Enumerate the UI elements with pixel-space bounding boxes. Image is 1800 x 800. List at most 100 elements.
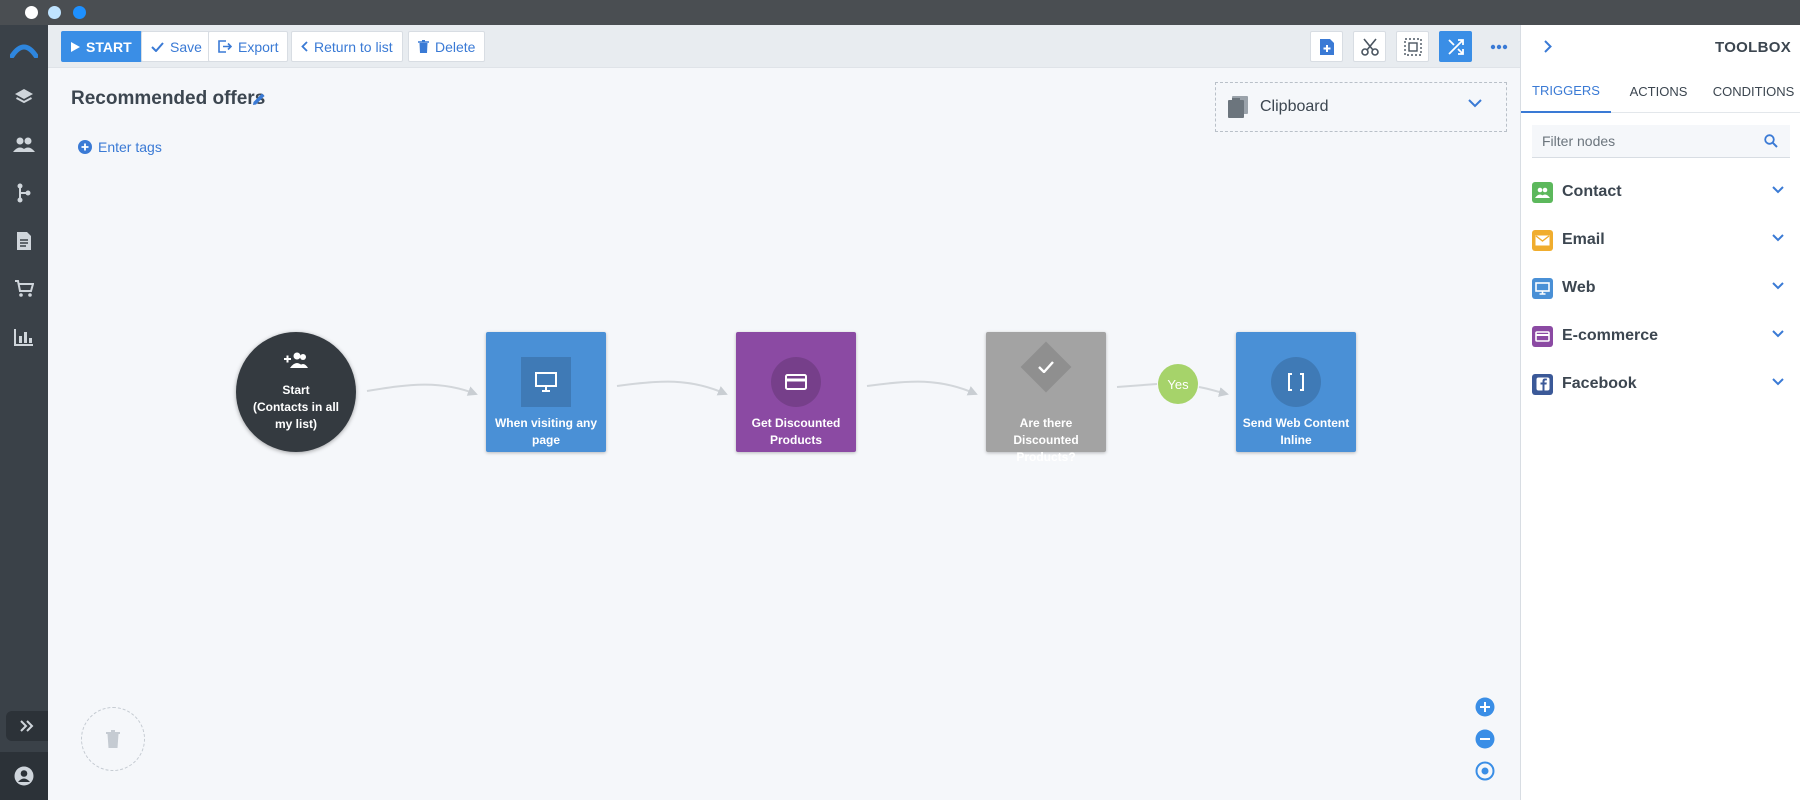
category-facebook[interactable]: Facebook	[1532, 365, 1790, 403]
sidebar-item-layers[interactable]	[0, 77, 48, 117]
chevron-down-icon	[1772, 330, 1784, 338]
monitor-icon	[535, 372, 557, 392]
yes-label: Yes	[1167, 376, 1189, 392]
zoom-in-icon	[1475, 697, 1495, 717]
yes-branch-badge[interactable]: Yes	[1158, 364, 1198, 404]
delete-button[interactable]: Delete	[408, 31, 486, 62]
start-node[interactable]: Start (Contacts in all my list)	[236, 332, 356, 452]
chevron-right-icon[interactable]	[1544, 40, 1552, 53]
connector-condition-to-yes	[1116, 383, 1158, 388]
zoom-in-button[interactable]	[1474, 696, 1496, 718]
envelope-icon	[1532, 229, 1553, 251]
node-get-discounted-products[interactable]: Get Discounted Products	[736, 332, 856, 452]
start-node-title: Start	[282, 383, 310, 397]
document-icon	[17, 232, 31, 250]
filter-nodes-input[interactable]	[1542, 133, 1752, 149]
category-label: E-commerce	[1562, 327, 1659, 344]
cart-icon	[15, 280, 34, 297]
node-label: Are there Discounted Products?	[1013, 416, 1079, 464]
cut-button[interactable]	[1353, 31, 1386, 62]
node-label: Send Web Content Inline	[1242, 416, 1350, 447]
chevron-down-icon	[1772, 234, 1784, 242]
node-are-there-discounted-products[interactable]: Are there Discounted Products?	[986, 332, 1106, 464]
recenter-button[interactable]	[1474, 760, 1496, 782]
window-titlebar	[0, 0, 1800, 25]
node-label: When visiting any page	[494, 416, 597, 447]
layers-icon	[15, 89, 33, 104]
node-icon-box	[521, 357, 571, 407]
tab-triggers[interactable]: TRIGGERS	[1521, 69, 1611, 113]
return-to-list-label: Return to list	[314, 38, 393, 55]
start-node-subtitle: (Contacts in all my list)	[252, 400, 339, 431]
double-chevron-right-icon	[20, 720, 34, 732]
node-icon-circle	[1271, 357, 1321, 407]
search-icon[interactable]	[1764, 134, 1778, 148]
logo-icon	[10, 44, 38, 58]
app-logo[interactable]	[0, 30, 48, 70]
filter-nodes-field	[1532, 125, 1790, 158]
export-button-label: Export	[238, 38, 279, 55]
tab-conditions[interactable]: CONDITIONS	[1712, 83, 1795, 99]
edit-pencil-icon[interactable]	[252, 92, 266, 106]
card-icon	[785, 374, 807, 390]
sidebar-item-reports[interactable]	[0, 317, 48, 357]
return-to-list-button[interactable]: Return to list	[291, 31, 403, 62]
trash-drop-zone[interactable]	[81, 707, 145, 771]
user-profile-button[interactable]	[0, 752, 48, 800]
clipboard-icon	[1228, 96, 1248, 118]
toolbox-title: TOOLBOX	[1715, 39, 1791, 56]
contacts-icon	[13, 137, 35, 152]
clipboard-dropdown[interactable]: Clipboard	[1215, 82, 1507, 132]
more-horizontal-icon	[1490, 44, 1507, 49]
connector-start-to-trigger	[366, 383, 478, 396]
node-icon-circle	[771, 357, 821, 407]
enter-tags-button[interactable]: Enter tags	[78, 139, 162, 155]
trash-icon	[418, 40, 429, 53]
toolbox-tabs: TRIGGERS ACTIONS CONDITIONS	[1521, 69, 1800, 113]
category-label: Web	[1562, 279, 1596, 296]
connector-yes-to-content	[1198, 386, 1229, 397]
brackets-icon	[1288, 373, 1304, 391]
chevron-down-icon	[1468, 99, 1482, 108]
zoom-out-icon	[1475, 729, 1495, 749]
more-options-button[interactable]	[1482, 31, 1515, 62]
connector-trigger-to-action	[616, 380, 728, 396]
start-button[interactable]: START	[61, 31, 142, 62]
page-title: Recommended offers	[71, 88, 266, 109]
select-all-button[interactable]	[1396, 31, 1429, 62]
sidebar-item-automation[interactable]	[0, 173, 48, 213]
auto-arrange-button[interactable]	[1439, 31, 1472, 62]
sidebar-item-content[interactable]	[0, 221, 48, 261]
sidebar-expand-button[interactable]	[6, 711, 48, 741]
add-contacts-icon	[284, 352, 308, 368]
card-icon	[1532, 325, 1553, 347]
category-contact[interactable]: Contact	[1532, 173, 1790, 211]
zoom-out-button[interactable]	[1474, 728, 1496, 750]
window-minimize-button[interactable]	[48, 6, 61, 19]
check-icon	[1038, 361, 1054, 373]
node-when-visiting-any-page[interactable]: When visiting any page	[486, 332, 606, 452]
category-email[interactable]: Email	[1532, 221, 1790, 259]
export-icon	[218, 40, 232, 53]
trash-icon	[106, 730, 120, 748]
clipboard-label: Clipboard	[1260, 98, 1329, 115]
left-sidebar	[0, 25, 48, 800]
category-web[interactable]: Web	[1532, 269, 1790, 307]
window-maximize-button[interactable]	[73, 6, 86, 19]
category-label: Facebook	[1562, 375, 1637, 392]
add-note-button[interactable]	[1310, 31, 1343, 62]
sidebar-item-contacts[interactable]	[0, 125, 48, 165]
node-send-web-content-inline[interactable]: Send Web Content Inline	[1236, 332, 1356, 452]
monitor-icon	[1532, 277, 1553, 299]
bar-chart-icon	[14, 329, 33, 346]
save-button[interactable]: Save	[141, 31, 212, 62]
export-button[interactable]: Export	[208, 31, 289, 62]
select-area-icon	[1403, 37, 1422, 56]
window-close-button[interactable]	[25, 6, 38, 19]
tab-actions[interactable]: ACTIONS	[1629, 83, 1688, 99]
facebook-icon	[1532, 373, 1553, 395]
category-ecommerce[interactable]: E-commerce	[1532, 317, 1790, 355]
sidebar-item-ecommerce[interactable]	[0, 269, 48, 309]
scissors-icon	[1360, 37, 1379, 56]
chevron-left-icon	[301, 41, 308, 52]
